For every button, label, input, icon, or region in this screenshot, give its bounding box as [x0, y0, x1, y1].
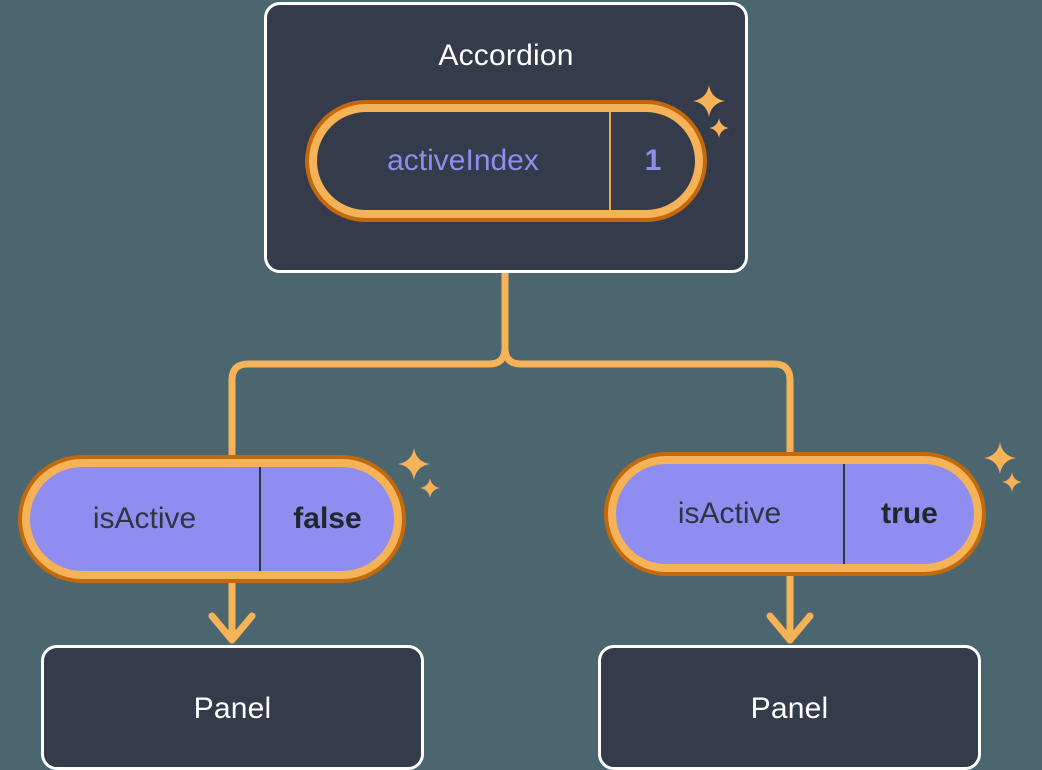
connector-parent-to-right-child	[501, 269, 794, 456]
state-pill-is-active-true[interactable]: isActive true	[604, 452, 986, 576]
state-value-label: 1	[609, 112, 695, 210]
pill-body: isActive false	[30, 467, 394, 571]
state-key-label: isActive	[677, 497, 782, 530]
state-pill-is-active-false[interactable]: isActive false	[18, 455, 406, 583]
pill-inner-ring: isActive false	[22, 459, 402, 579]
connector-parent-to-left-child	[228, 269, 509, 459]
sparkle-icon	[398, 448, 430, 480]
state-key-label: isActive	[92, 502, 197, 535]
panel-card-right[interactable]: Panel	[598, 645, 981, 770]
state-value-label: false	[259, 467, 394, 571]
arrow-down-icon-left	[208, 612, 256, 644]
sparkle-icon	[984, 442, 1016, 474]
pill-inner-ring: activeIndex 1	[309, 104, 703, 218]
state-value-label: true	[843, 464, 974, 564]
state-key-label: activeIndex	[387, 144, 539, 177]
state-pill-active-index[interactable]: activeIndex 1	[305, 100, 707, 222]
panel-card-title: Panel	[750, 692, 829, 725]
panel-card-left[interactable]: Panel	[41, 645, 424, 770]
pill-body: activeIndex 1	[317, 112, 695, 210]
sparkle-icon	[1002, 472, 1022, 492]
arrow-down-icon-right	[766, 612, 814, 644]
panel-card-title: Panel	[193, 692, 272, 725]
pill-body: isActive true	[616, 464, 974, 564]
sparkle-icon	[420, 478, 440, 498]
accordion-card-title: Accordion	[438, 39, 574, 72]
pill-inner-ring: isActive true	[608, 456, 982, 572]
